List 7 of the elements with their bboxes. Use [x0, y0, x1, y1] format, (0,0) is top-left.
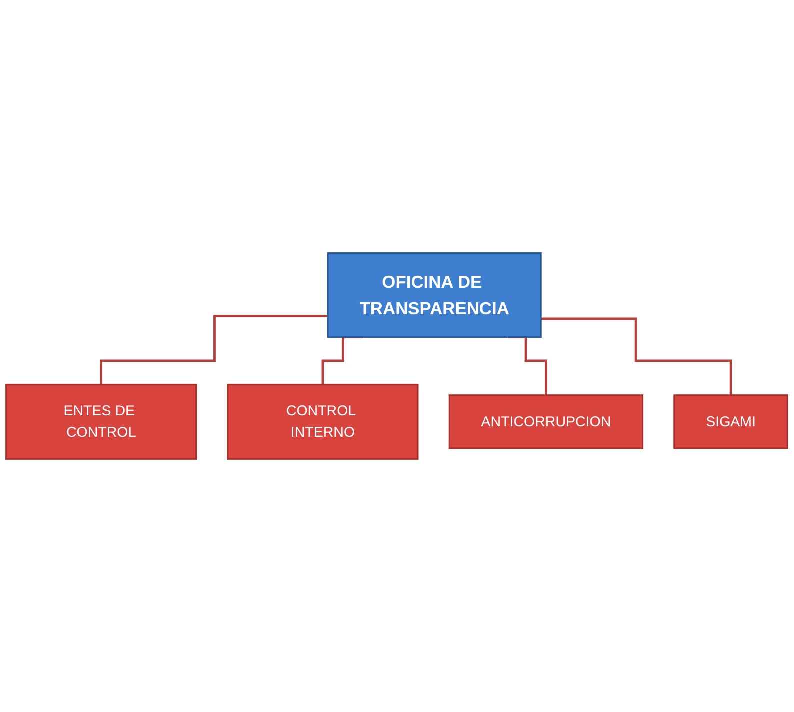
- node-box: OFICINA DE TRANSPARENCIA: [327, 252, 542, 338]
- node-box: ENTES DE CONTROL: [6, 384, 198, 460]
- connector: [100, 314, 328, 386]
- connector: [541, 317, 732, 396]
- node-box: ANTICORRUPCION: [448, 394, 644, 449]
- node-box: SIGAMI: [674, 394, 788, 449]
- node-box: CONTROL INTERNO: [227, 384, 419, 460]
